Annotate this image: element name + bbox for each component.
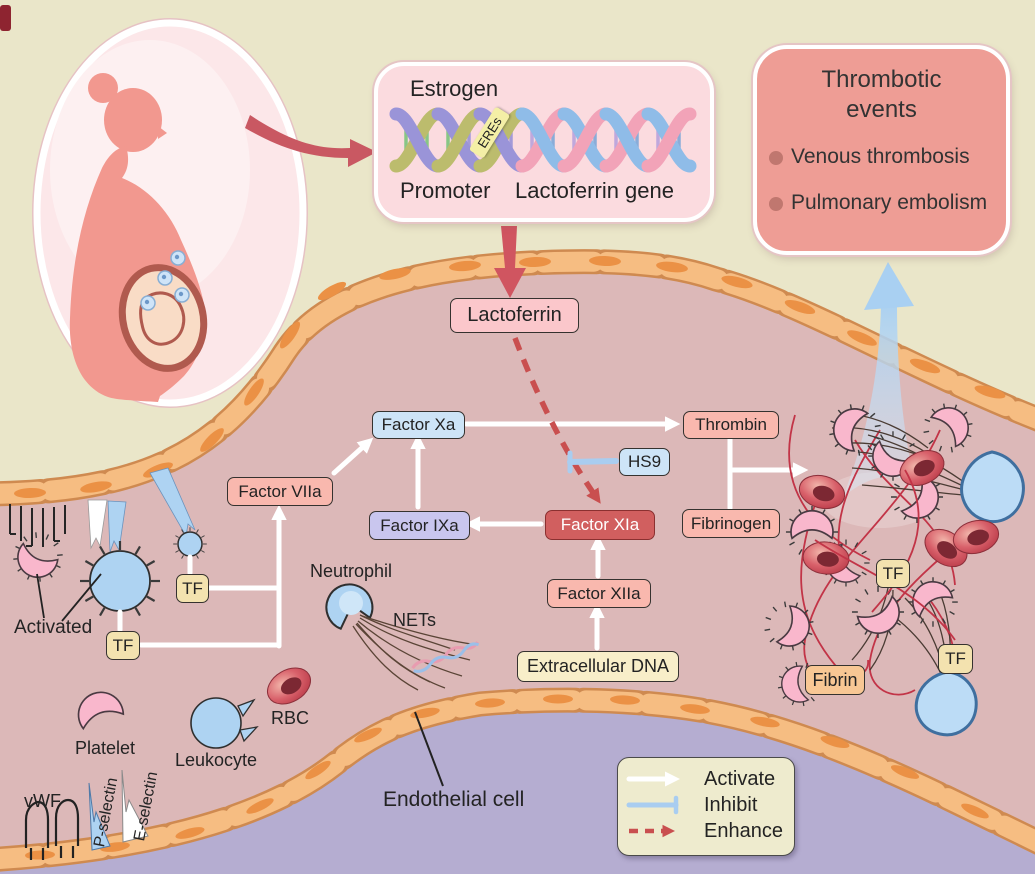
vwf-structure [24, 798, 80, 860]
vessel-lumen [0, 261, 1035, 860]
dna-fragment [411, 641, 480, 673]
legend: Activate Inhibit Enhance [617, 757, 795, 856]
lactoferrin-box: Lactoferrin [450, 298, 579, 333]
legend-inhibit-label: Inhibit [704, 794, 758, 816]
fibrin-box: Fibrin [805, 665, 865, 695]
thrombotic-events-title: Thrombotic events [821, 66, 942, 123]
legend-icons [626, 771, 680, 838]
vwf-label: vWF [24, 791, 61, 811]
legend-activate-label: Activate [704, 768, 776, 790]
thrombin-box: Thrombin [683, 411, 779, 439]
pulmonary-embolism-item: Pulmonary embolism [791, 191, 988, 214]
legend-enhance-label: Enhance [704, 820, 783, 842]
promoter-label: Promoter [400, 178, 491, 203]
thrombotic-events-panel: Thrombotic events Venous thrombosis Pulm… [753, 45, 1010, 255]
platelet-label: Platelet [75, 738, 136, 758]
leukocyte-label: Leukocyte [175, 750, 258, 770]
bullet-venous [769, 151, 783, 165]
endothelial-pointer-line [414, 711, 444, 787]
estrogen-label: Estrogen [410, 76, 499, 101]
red-arrow-to-gene-panel [245, 115, 377, 167]
wall-receptors [9, 504, 66, 547]
nets-fibers [352, 614, 479, 691]
leukocyte-cell [190, 697, 259, 749]
tf-box-1: TF [176, 574, 209, 603]
p-selectin-spike [88, 782, 111, 851]
extracellular-dna-box: Extracellular DNA [517, 651, 679, 682]
factor-ixa-box: Factor IXa [369, 511, 470, 540]
lower-vessel-wall [0, 687, 1035, 872]
nets-label: NETs [393, 610, 437, 630]
corner-tab [0, 5, 11, 31]
neutrophil-cell [325, 583, 374, 631]
bullet-pulmonary [769, 197, 783, 211]
lactoferrin-gene-label: Lactoferrin gene [515, 178, 674, 203]
clot-neutrophils [914, 450, 1025, 737]
factor-xa-box: Factor Xa [372, 411, 465, 439]
hs9-box: HS9 [619, 448, 670, 476]
red-arrow-to-lactoferrin [494, 226, 526, 298]
inhibit-line [567, 450, 619, 474]
estrogen-gene-panel: Estrogen EREs Promoter Lactoferrin gene [374, 62, 714, 222]
enhance-dashed-arrow [512, 337, 601, 504]
estrogen-molecules [140, 250, 190, 311]
dna-helix [389, 107, 697, 173]
tf-activation-lines [117, 504, 287, 649]
selectin-stalks-upper [87, 467, 196, 553]
pregnant-woman-figure [32, 18, 308, 408]
tf-box-4: TF [938, 644, 973, 674]
activated-label: Activated [14, 617, 93, 638]
factor-xiia-box: Factor XIIa [547, 579, 651, 608]
factor-xia-box: Factor XIa [545, 510, 655, 540]
neutrophil-label: Neutrophil [310, 561, 393, 581]
rbc-label: RBC [271, 708, 310, 728]
tf-box-2: TF [106, 631, 140, 660]
upper-vessel-wall [0, 249, 1035, 507]
activated-pointer-lines [36, 573, 102, 622]
e-selectin-spike [121, 769, 149, 843]
endothelial-cell-label: Endothelial cell [383, 788, 525, 811]
tf-box-3: TF [876, 559, 910, 588]
activation-arrows [331, 416, 809, 651]
fibrinogen-box: Fibrinogen [682, 509, 780, 538]
venous-thrombosis-item: Venous thrombosis [791, 145, 970, 168]
factor-viia-box: Factor VIIa [227, 477, 333, 506]
platelet-cell [77, 691, 125, 731]
